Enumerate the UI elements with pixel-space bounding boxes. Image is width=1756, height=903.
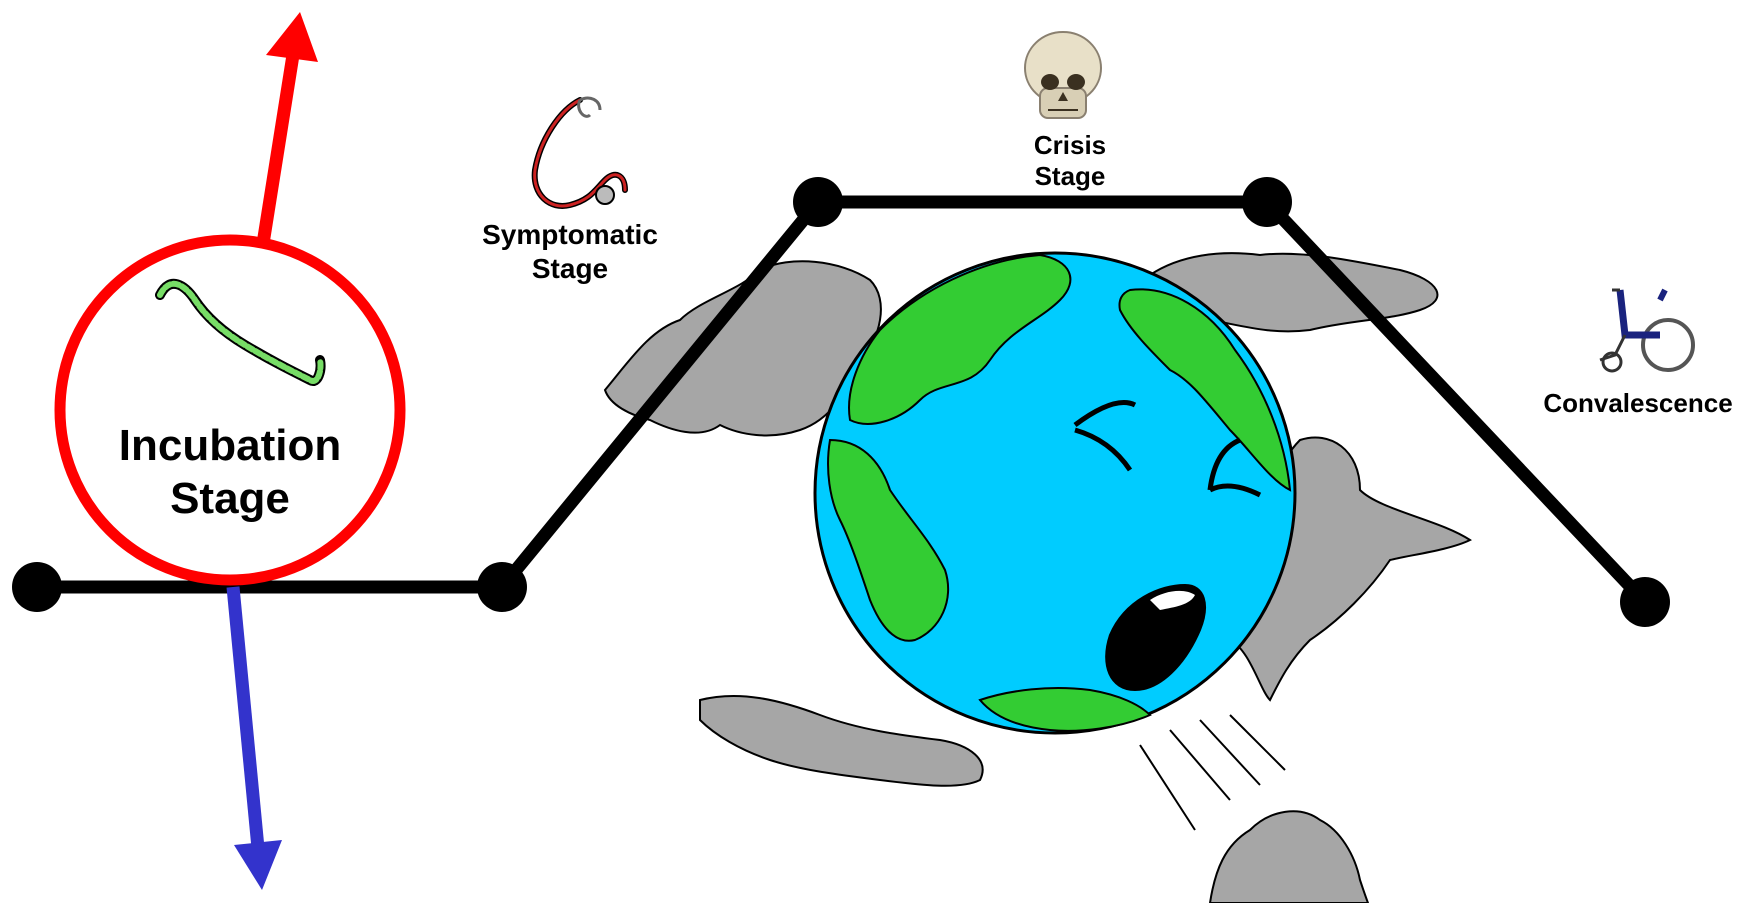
crisis-stage-label: Crisis Stage: [1000, 130, 1140, 192]
down-arrow: [233, 587, 282, 890]
wheelchair-icon: [1600, 290, 1693, 371]
sneeze-lines: [1140, 715, 1285, 830]
up-arrow: [262, 12, 318, 250]
symptomatic-stage-label: Symptomatic Stage: [465, 218, 675, 285]
dust-cloud-bottom: [1210, 811, 1368, 903]
timeline-node-crisis-start: [793, 177, 843, 227]
stethoscope-icon: [535, 98, 625, 206]
incubation-stage-label: Incubation Stage: [95, 420, 365, 526]
dust-cloud-bottom-left: [700, 696, 983, 786]
timeline-node-incubation-end: [477, 562, 527, 612]
skull-icon: [1025, 32, 1101, 118]
incubation-highlight-circle: [60, 240, 400, 580]
convalescence-stage-label: Convalescence: [1520, 388, 1756, 419]
timeline-node-crisis-end: [1242, 177, 1292, 227]
timeline-node-start: [12, 562, 62, 612]
timeline-node-end: [1620, 577, 1670, 627]
